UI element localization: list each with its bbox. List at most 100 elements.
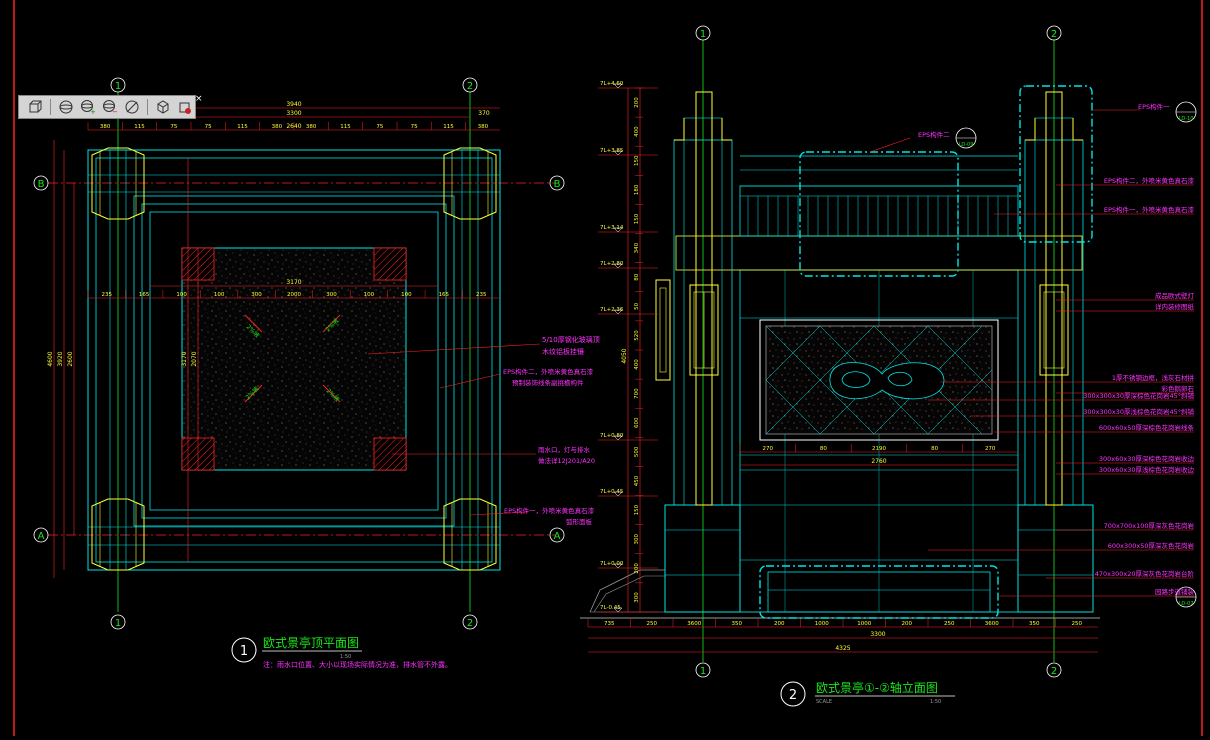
plan-axis-label-A-left: A: [38, 531, 45, 542]
plan-axis-label-1-top: 1: [115, 81, 121, 92]
plan-roof-outline-3: [133, 195, 455, 527]
elev-note-text: 470x300x20厚深灰色花岗岩台阶: [1095, 569, 1195, 578]
elev-title-bubble: [780, 681, 806, 707]
plan-dim-mid-seg: 165: [139, 292, 150, 298]
elev-hdim-seg: 735: [604, 621, 615, 627]
plan-leader-eps3: [469, 511, 529, 516]
plan-dim-top-seg: 75: [170, 124, 177, 130]
elev-level-label: 7L+0.45: [600, 489, 624, 495]
plan-note-glass-1: 5/10厚钢化玻璃顶: [542, 335, 600, 344]
elev-eps2-highlight: [799, 151, 959, 277]
plan-dim-top-seg: 380: [272, 124, 283, 130]
plan-dim-top-seg: 75: [411, 124, 418, 130]
plan-dim-top-seg: 380: [100, 124, 111, 130]
plan-axis-bubble-A-left: [33, 527, 49, 543]
plan-dim-mid-seg: 300: [251, 292, 262, 298]
elev-note-text: 300x60x30厚深棕色花岗岩收边: [1099, 454, 1195, 463]
plan-roof-outline-4: [141, 203, 447, 519]
elev-vdim-seg: 520: [634, 330, 640, 341]
elev-eps1-highlight: [1019, 85, 1093, 243]
plan-note-eps-1: EPS构件二，外喷米黄色真石漆: [503, 367, 594, 376]
plan-note-eps-2: 预制装饰线条副挑檐构件: [512, 378, 584, 387]
plan-note-drain-2: 做法详12J201/A20: [538, 456, 595, 465]
elev-level-triangle: [613, 309, 623, 315]
plan-column-bl: [91, 498, 145, 571]
plan-leader-glass: [367, 343, 541, 355]
elev-vdim-seg: 80: [634, 273, 640, 280]
elev-level-triangle: [613, 150, 623, 156]
plan-dim-mid-seg: 235: [101, 292, 112, 298]
elev-decor-panel-frame: [759, 319, 999, 441]
elev-side-stair-2: [593, 575, 665, 613]
elev-level-label: 7L+3.85: [600, 148, 624, 154]
plan-dim-mid-seg: 2000: [287, 292, 301, 298]
elev-vdim-seg: 400: [634, 126, 640, 137]
elev-vdim-seg: 200: [634, 97, 640, 108]
plan-dim-mid-seg: 100: [176, 292, 187, 298]
elev-note-text: 300x60x30厚浅棕色花岗岩收边: [1099, 465, 1195, 474]
elev-hdim-seg: 200: [902, 621, 913, 627]
plan-corner-block-tr: [373, 247, 407, 281]
plan-column-tr: [443, 147, 497, 220]
elev-vdim-seg: 450: [634, 475, 640, 486]
elev-side-stair: [589, 569, 665, 613]
elev-hdim-seg: 3600: [687, 621, 701, 627]
elev-hdim-seg: 250: [1072, 621, 1083, 627]
elev-level-label: 7L+0.80: [600, 433, 624, 439]
elev-hdim-seg: 250: [647, 621, 658, 627]
plan-dim-mid-total: 3170: [286, 279, 301, 286]
close-icon[interactable]: ×: [195, 94, 203, 104]
svg-text:+: +: [90, 108, 96, 115]
elev-note-text: 彩色鹅卵石: [1162, 384, 1195, 393]
cad-floating-toolbar[interactable]: + − ×: [18, 94, 203, 119]
elev-vdim-seg: 180: [634, 184, 640, 195]
elev-title: 欧式景亭①-②轴立面图: [816, 680, 938, 695]
svg-text:−: −: [112, 108, 118, 115]
sphere-slice-icon[interactable]: [122, 98, 142, 116]
plan-axis-label-B-left: B: [38, 179, 45, 190]
sphere-add-icon[interactable]: +: [78, 98, 98, 116]
plan-dim-top-seg: 75: [205, 124, 212, 130]
elev-hdim-seg: 350: [1029, 621, 1040, 627]
sphere-icon[interactable]: [56, 98, 76, 116]
cube-icon[interactable]: [153, 98, 173, 116]
plan-slope-arrow-bl: [244, 384, 263, 403]
elev-hdim-inner-seg: 80: [931, 446, 938, 452]
toolbar-separator: [147, 99, 148, 115]
elev-vdim-seg: 300: [634, 592, 640, 603]
plan-note-eps3-2: 弧形面板: [566, 517, 593, 526]
elev-level-label: 7L+4.60: [600, 81, 624, 87]
cube-check-icon[interactable]: [175, 98, 195, 116]
elev-axis-bubble-2-top: [1046, 25, 1062, 41]
plan-note-glass-2: 木纹铝板挂镶: [542, 347, 584, 356]
plan-axis-bubble-2-top: [462, 77, 478, 93]
elev-callout-eps1: EPS构件一: [1138, 102, 1170, 111]
plan-glass-roof: [181, 247, 407, 471]
plan-axis-label-1-bottom: 1: [115, 618, 121, 629]
elev-note-text: 成品欧式壁灯: [1155, 291, 1195, 300]
plan-dim-top-seg: 380: [306, 124, 317, 130]
elev-level-label: 7L+2.80: [600, 261, 624, 267]
plan-roof-outline-2: [95, 157, 493, 563]
box-icon[interactable]: [25, 98, 45, 116]
roof-plan-view: 1 2 1 2 B B A A: [33, 77, 600, 669]
plan-dim-mid-seg: 235: [476, 292, 487, 298]
toolbar-separator: [50, 99, 51, 115]
elev-hdim-seg: 250: [944, 621, 955, 627]
plan-dim-top-seg: 115: [134, 124, 145, 130]
plan-axis-label-A-right: A: [554, 531, 561, 542]
elev-bench: [767, 571, 991, 613]
plan-axis-bubble-B-right: [549, 175, 565, 191]
plan-dim-top-right: 370: [478, 110, 490, 117]
sphere-subtract-icon[interactable]: −: [100, 98, 120, 116]
elev-axis-bubble-1-top: [695, 25, 711, 41]
elev-vdim-seg: 700: [634, 388, 640, 399]
elev-vdim-seg: 300: [634, 533, 640, 544]
elev-level-triangle: [613, 83, 623, 89]
elev-vdim-seg: 200: [634, 563, 640, 574]
plan-axis-bubble-2-bottom: [462, 614, 478, 630]
